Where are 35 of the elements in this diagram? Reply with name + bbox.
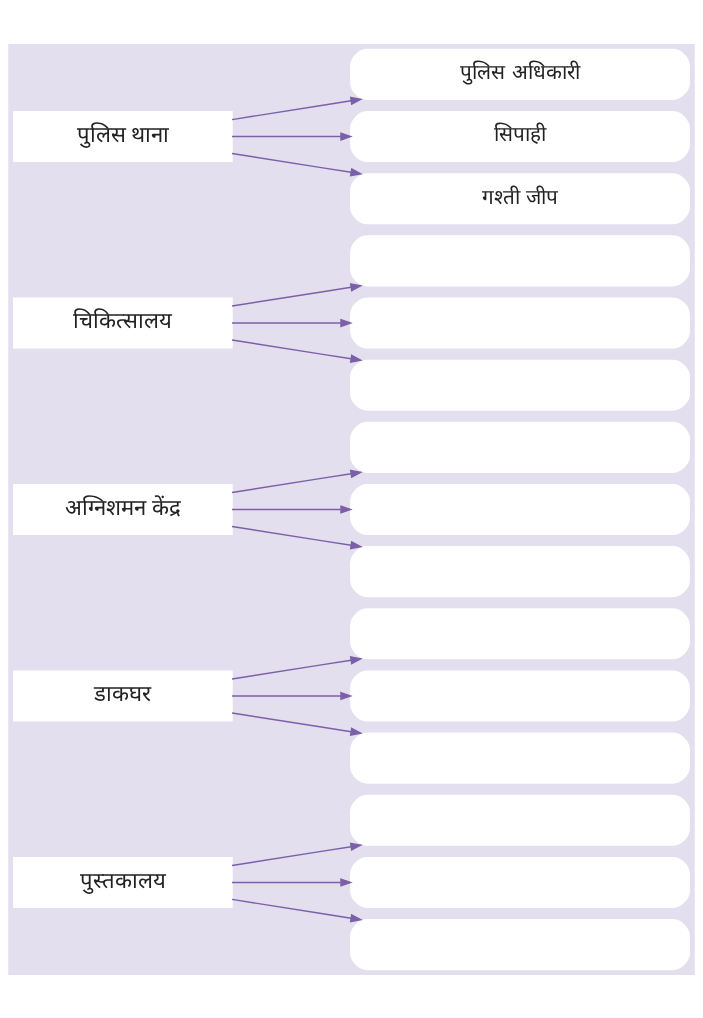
node-box [350, 483, 690, 535]
node-box: पुस्तकालय [13, 856, 233, 908]
node-box [350, 359, 690, 411]
node-box: सिपाही [350, 110, 690, 162]
arrow [231, 711, 363, 736]
node-box: पुलिस थाना [13, 110, 233, 162]
arrow [231, 338, 363, 363]
arrow [231, 691, 353, 700]
arrow [231, 96, 363, 120]
arrow [231, 655, 363, 680]
node-box [350, 856, 690, 908]
arrow [231, 318, 353, 327]
node-box: गश्ती जीप [350, 172, 690, 224]
node-box: चिकित्सालय [13, 296, 233, 349]
node-box [350, 669, 690, 722]
node-box [350, 234, 690, 286]
node-box [350, 918, 690, 970]
node-box [350, 607, 690, 659]
node-box: डाकघर [13, 669, 233, 722]
arrow [231, 842, 363, 866]
arrow [231, 282, 363, 307]
arrow [231, 525, 363, 549]
node-box [350, 421, 690, 473]
arrow [231, 877, 353, 887]
arrow [231, 152, 363, 176]
arrow [231, 131, 353, 141]
arrow [231, 469, 363, 493]
arrow [231, 898, 363, 922]
arrow [231, 504, 353, 514]
node-box [350, 545, 690, 597]
node-box [350, 732, 690, 784]
node-box [350, 794, 690, 846]
node-box [350, 296, 690, 349]
node-box: पुलिस अधिकारी [350, 48, 690, 100]
node-box: अग्निशमन केंद्र [13, 483, 233, 535]
